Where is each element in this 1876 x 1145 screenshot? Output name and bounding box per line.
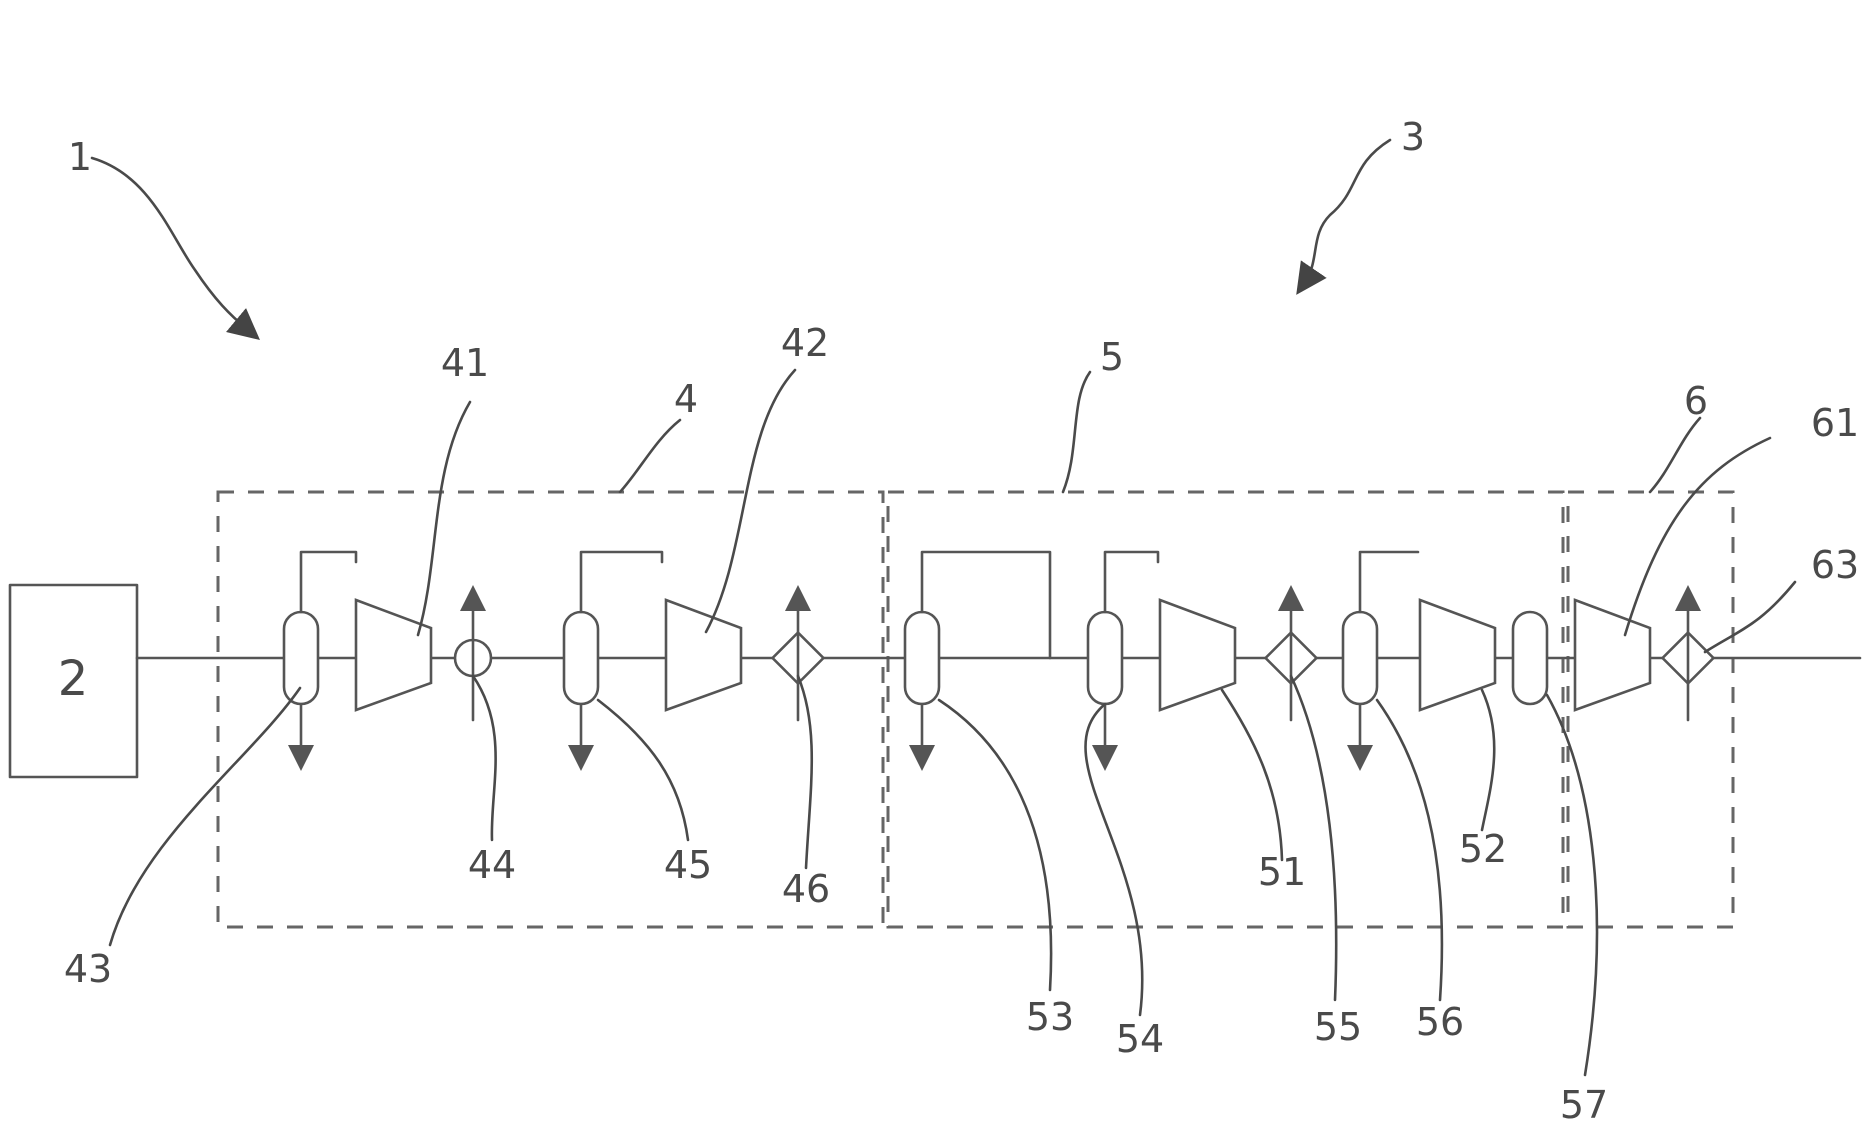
leader-63 bbox=[1705, 582, 1795, 652]
label-system: 1 bbox=[68, 135, 92, 179]
label-56: 56 bbox=[1416, 1000, 1464, 1044]
label-section-4: 4 bbox=[674, 377, 698, 421]
separator-57 bbox=[1513, 612, 1547, 704]
label-41: 41 bbox=[441, 341, 489, 385]
label-53: 53 bbox=[1026, 995, 1074, 1039]
leader-4 bbox=[620, 420, 680, 492]
label-44: 44 bbox=[468, 843, 516, 887]
label-group: 3 bbox=[1401, 115, 1425, 159]
bypass-42 bbox=[581, 552, 662, 612]
leader-5 bbox=[1063, 372, 1090, 492]
label-54: 54 bbox=[1116, 1017, 1164, 1061]
leader-52 bbox=[1482, 690, 1494, 830]
leader-44 bbox=[473, 676, 496, 840]
leader-57 bbox=[1547, 695, 1597, 1075]
label-42: 42 bbox=[781, 321, 829, 365]
label-52: 52 bbox=[1459, 827, 1507, 871]
leader-46 bbox=[798, 676, 812, 868]
separator-54 bbox=[1088, 612, 1122, 704]
label-55: 55 bbox=[1314, 1005, 1362, 1049]
label-46: 46 bbox=[782, 867, 830, 911]
label-57: 57 bbox=[1560, 1083, 1608, 1127]
label-45: 45 bbox=[664, 843, 712, 887]
bypass-41 bbox=[301, 552, 356, 612]
label-51: 51 bbox=[1258, 850, 1306, 894]
bypass-53 bbox=[922, 552, 1050, 658]
source-label: 2 bbox=[58, 651, 89, 707]
separator-45 bbox=[564, 612, 598, 704]
leader-55 bbox=[1291, 676, 1336, 1000]
leader-41 bbox=[418, 402, 470, 635]
bypass-52 bbox=[1360, 552, 1418, 612]
group-arrow bbox=[1305, 140, 1390, 282]
leader-53 bbox=[939, 700, 1051, 990]
leader-54 bbox=[1085, 704, 1142, 1015]
leader-61 bbox=[1625, 438, 1770, 635]
leader-6 bbox=[1650, 418, 1700, 492]
separator-43 bbox=[284, 612, 318, 704]
separator-56 bbox=[1343, 612, 1377, 704]
leader-42 bbox=[706, 370, 795, 632]
compressor-61 bbox=[1575, 600, 1650, 710]
leader-51 bbox=[1222, 690, 1282, 860]
label-61: 61 bbox=[1811, 401, 1859, 445]
label-section-6: 6 bbox=[1684, 379, 1708, 423]
label-43: 43 bbox=[64, 947, 112, 991]
leader-43 bbox=[110, 688, 300, 945]
bypass-51 bbox=[1105, 552, 1158, 612]
leader-56 bbox=[1377, 700, 1442, 1000]
section-4-boundary bbox=[218, 492, 883, 927]
separator-53 bbox=[905, 612, 939, 704]
compressor-41 bbox=[356, 600, 431, 710]
system-arrow bbox=[92, 158, 248, 330]
label-63: 63 bbox=[1811, 543, 1859, 587]
leader-45 bbox=[598, 700, 688, 840]
compressor-42 bbox=[666, 600, 741, 710]
label-section-5: 5 bbox=[1100, 335, 1124, 379]
